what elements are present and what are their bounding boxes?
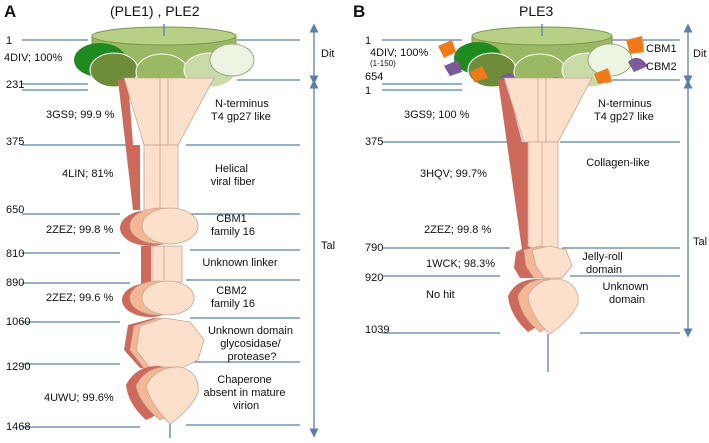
panel-b-domain-nterm: N-terminus T4 gp27 like bbox=[594, 98, 655, 123]
panel-a-pos-375: 375 bbox=[6, 136, 24, 148]
panel-a-title: (PLE1) , PLE2 bbox=[110, 3, 200, 19]
panel-a-ann-4uwu: 4UWU; 99.6% bbox=[44, 392, 114, 404]
panel-b-title: PLE3 bbox=[519, 3, 553, 19]
panel-a-positions: 1 231 375 650 810 890 1060 1290 1468 bbox=[6, 35, 30, 433]
panel-a-pos-1290: 1290 bbox=[6, 361, 30, 373]
panel-b-pos-790: 790 bbox=[365, 242, 383, 254]
panel-b-pos-1039: 1039 bbox=[365, 324, 389, 336]
panel-b-domain-collagen: Collagen-like bbox=[586, 157, 650, 169]
panel-b-ann-3hqv: 3HQV; 99.7% bbox=[420, 168, 487, 180]
panel-a-pos-1060: 1060 bbox=[6, 316, 30, 328]
panel-a-ann-4lin: 4LIN; 81% bbox=[62, 168, 114, 180]
panel-a-tal-label: Tal bbox=[321, 240, 335, 252]
panel-a-ann-4div: 4DIV; 100% bbox=[4, 52, 63, 64]
panel-a-pos-231: 231 bbox=[6, 79, 24, 91]
panel-a-dit-label: Dit bbox=[321, 48, 334, 60]
panel-a-domain-cbm1: CBM1 family 16 bbox=[211, 213, 255, 238]
panel-b-pos-920: 920 bbox=[365, 272, 383, 284]
panel-b-dit-hub bbox=[454, 24, 633, 91]
panel-a-pos-810: 810 bbox=[6, 248, 24, 260]
panel-a-tail-fiber bbox=[118, 77, 215, 438]
panel-b: B PLE3 Dit Tal bbox=[353, 2, 707, 372]
panel-b-pos-654: 654 bbox=[365, 71, 383, 83]
panel-b-annotations: 4DIV; 100% (1-150) 3GS9; 100 % 3HQV; 99.… bbox=[370, 47, 495, 301]
panel-b-pos-1: 1 bbox=[365, 35, 371, 47]
panel-b-guide-lines bbox=[382, 39, 680, 334]
panel-a-domain-linker: Unknown linker bbox=[202, 257, 278, 269]
panel-a-annotations: 4DIV; 100% 3GS9; 99.9 % 4LIN; 81% 2ZEZ; … bbox=[4, 52, 115, 404]
panel-a-dit-hub bbox=[74, 24, 255, 91]
panel-a-domain-helical: Helical viral fiber bbox=[211, 163, 256, 188]
panel-a-ann-2zez-1: 2ZEZ; 99.8 % bbox=[46, 224, 113, 236]
panel-a-pos-1468: 1468 bbox=[6, 421, 30, 433]
panel-b-domain-labels: CBM1 CBM2 N-terminus T4 gp27 like Collag… bbox=[582, 43, 676, 306]
panel-a-pos-650: 650 bbox=[6, 204, 24, 216]
panel-b-domain-jellyroll: Jelly-roll domain bbox=[582, 251, 625, 276]
panel-b-tal-label: Tal bbox=[693, 236, 707, 248]
panel-b-tail-fiber bbox=[498, 77, 593, 372]
panel-b-letter: B bbox=[353, 2, 365, 21]
panel-b-pos-375: 375 bbox=[365, 136, 383, 148]
panel-b-pos-1b: 1 bbox=[365, 85, 371, 97]
panel-b-ann-range: (1-150) bbox=[370, 59, 396, 68]
panel-b-dit-label: Dit bbox=[693, 48, 706, 60]
panel-a-guide-lines bbox=[22, 39, 300, 428]
panel-a: A (PLE1) , PLE2 Dit Tal bbox=[4, 2, 335, 438]
panel-b-ann-2zez: 2ZEZ; 99.8 % bbox=[424, 224, 491, 236]
panel-a-domain-nterm: N-terminus T4 gp27 like bbox=[211, 98, 272, 123]
panel-a-domain-unknown: Unknown domain glycosidase/ protease? bbox=[208, 325, 296, 363]
panel-a-pos-890: 890 bbox=[6, 277, 24, 289]
panel-b-positions: 1 654 1 375 790 920 1039 bbox=[365, 35, 389, 336]
panel-a-domain-labels: N-terminus T4 gp27 like Helical viral fi… bbox=[202, 98, 296, 412]
panel-a-ann-2zez-2: 2ZEZ; 99.6 % bbox=[46, 292, 113, 304]
panel-a-ann-3gs9: 3GS9; 99.9 % bbox=[46, 109, 115, 121]
panel-b-ann-3gs9: 3GS9; 100 % bbox=[404, 109, 470, 121]
panel-b-ann-nohit: No hit bbox=[426, 289, 455, 301]
panel-b-cbm2-label: CBM2 bbox=[646, 61, 677, 73]
panel-b-cbm1-label: CBM1 bbox=[646, 43, 677, 55]
panel-a-domain-chaperone: Chaperone absent in mature virion bbox=[204, 374, 289, 412]
panel-b-ann-1wck: 1WCK; 98.3% bbox=[426, 258, 495, 270]
panel-a-domain-cbm2: CBM2 family 16 bbox=[211, 285, 255, 310]
panel-b-domain-unknown: Unknown domain bbox=[603, 281, 652, 306]
panel-a-pos-1: 1 bbox=[6, 35, 12, 47]
panel-a-letter: A bbox=[4, 2, 16, 21]
panel-b-ann-4div: 4DIV; 100% bbox=[370, 47, 429, 59]
